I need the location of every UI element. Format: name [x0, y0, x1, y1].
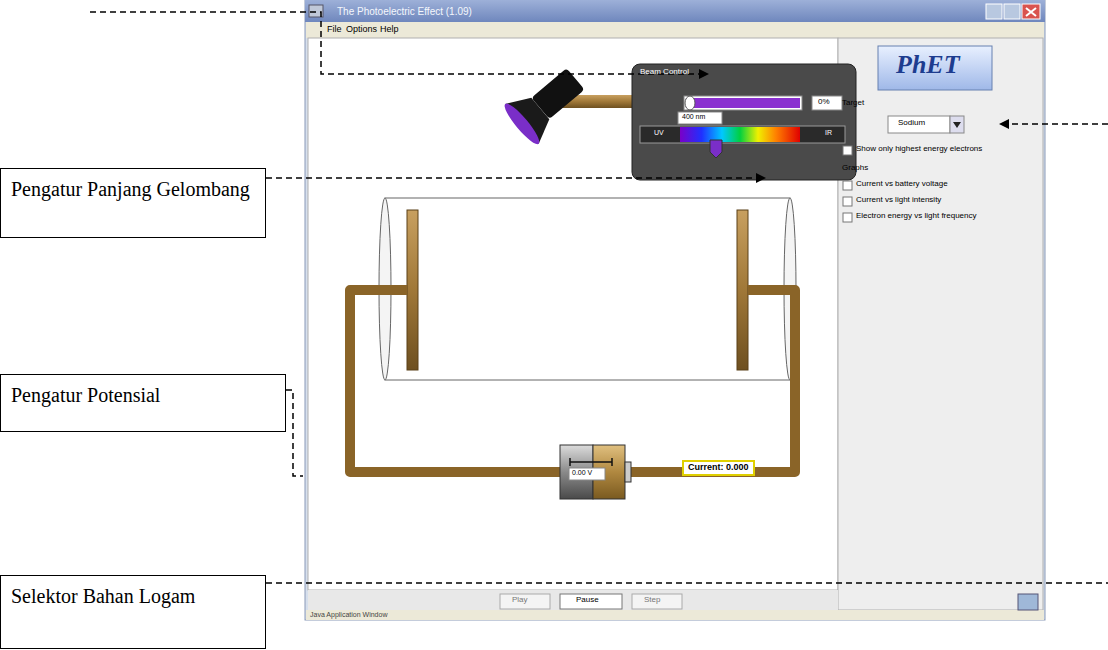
menu-item: File — [327, 25, 342, 35]
leader-line — [1000, 123, 1108, 125]
panel-title: Beam Control — [640, 68, 689, 77]
light-source — [501, 59, 593, 148]
beam-control-panel — [632, 64, 856, 180]
beam-control-panel — [640, 126, 845, 143]
spectrum-end: IR — [825, 129, 832, 137]
application-window — [305, 0, 1045, 620]
application-window — [305, 0, 1045, 22]
wavelength-value: 400 nm — [682, 113, 705, 121]
battery — [560, 445, 631, 499]
button-label: Play — [512, 596, 528, 605]
sim-controls — [560, 594, 622, 609]
battery — [569, 468, 605, 480]
callout-text: Pengatur Panjang Gelombang — [1, 169, 265, 209]
application-window — [308, 590, 838, 610]
battery — [625, 462, 631, 482]
sim-controls — [500, 594, 550, 609]
beam-control-panel — [686, 98, 800, 108]
beam-control-panel — [685, 96, 695, 110]
dropdown-value: Sodium — [898, 119, 925, 128]
logo-text: PhET — [896, 51, 960, 80]
checkbox-label: Electron energy vs light frequency — [856, 212, 977, 221]
vacuum-tube — [737, 210, 748, 370]
spectrum-end: UV — [654, 129, 664, 137]
leader-line — [266, 582, 1108, 584]
beam-control-panel — [812, 96, 842, 110]
callout-box: Pengatur Panjang Gelombang — [0, 168, 266, 238]
panel-heading: Target — [842, 99, 864, 108]
application-window — [1018, 594, 1038, 610]
callout-text: Selektor Bahan Logam — [1, 576, 265, 616]
menu-item: Help — [380, 25, 399, 35]
beam-control-panel — [678, 112, 722, 124]
sim-controls — [953, 122, 961, 128]
leader-line — [90, 12, 708, 74]
sim-controls — [632, 594, 682, 609]
sim-controls — [950, 116, 964, 133]
leader-line — [266, 177, 765, 179]
sim-controls — [888, 116, 950, 133]
leader-line — [90, 12, 1108, 583]
voltage-value: 0.00 V — [572, 469, 592, 477]
window-title: The Photoelectric Effect (1.09) — [337, 6, 472, 17]
circuit-wire — [350, 290, 560, 472]
beam-control-panel — [684, 96, 802, 110]
menu-item: Options — [346, 25, 377, 35]
button-label: Step — [644, 596, 660, 605]
sim-controls — [843, 197, 852, 206]
vacuum-tube — [385, 198, 790, 380]
vacuum-tube — [407, 210, 418, 370]
sim-controls — [843, 146, 852, 155]
vacuum-tube — [379, 198, 796, 380]
callout-text: Pengatur Potensial — [1, 375, 285, 415]
application-window — [1026, 8, 1036, 16]
light-source — [501, 59, 640, 148]
checkbox-label: Current vs light intensity — [856, 196, 941, 205]
light-source — [501, 100, 544, 148]
battery — [570, 458, 612, 466]
application-window — [305, 0, 1045, 620]
status-text: Java Application Window — [310, 611, 387, 619]
application-window — [986, 4, 1002, 19]
circuit-wire — [625, 290, 795, 472]
leader-line — [286, 390, 303, 476]
button-label: Pause — [576, 596, 599, 605]
callout-box: Pengatur Potensial — [0, 374, 286, 432]
application-window — [1004, 4, 1020, 19]
application-window — [1022, 4, 1040, 19]
callout-box: Selektor Bahan Logam — [0, 575, 266, 649]
checkbox-label: Show only highest energy electrons — [856, 145, 982, 154]
beam-control-panel — [632, 64, 856, 180]
beam-control-panel — [680, 127, 800, 142]
intensity-value: 0% — [818, 98, 830, 107]
current-readout: Current: 0.000 — [682, 460, 755, 476]
panel-heading: Graphs — [842, 164, 868, 173]
sim-controls — [500, 46, 992, 609]
sim-controls — [878, 46, 992, 90]
application-window — [306, 22, 1044, 38]
checkbox-label: Current vs battery voltage — [856, 180, 948, 189]
application-window — [306, 610, 1044, 620]
sim-controls — [843, 213, 852, 222]
sim-controls — [843, 181, 852, 190]
beam-control-panel — [710, 140, 722, 158]
battery — [560, 445, 593, 499]
